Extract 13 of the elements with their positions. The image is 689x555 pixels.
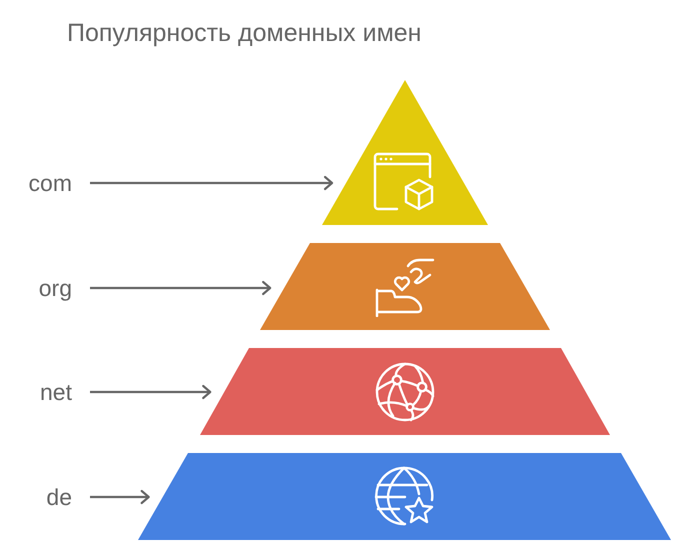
domain-label: net <box>40 378 72 406</box>
pyramid-tier <box>260 243 550 330</box>
pyramid-tier <box>200 348 610 435</box>
arrow <box>90 490 150 504</box>
arrow <box>90 176 334 190</box>
arrow <box>90 384 212 400</box>
diagram-title: Популярность доменных имен <box>67 18 422 49</box>
arrow <box>90 280 272 296</box>
domain-label: com <box>28 169 72 197</box>
pyramid-tier <box>138 453 671 540</box>
pyramid-top-triangle <box>322 80 488 225</box>
domain-label: org <box>38 274 72 302</box>
domain-label: de <box>46 483 72 511</box>
